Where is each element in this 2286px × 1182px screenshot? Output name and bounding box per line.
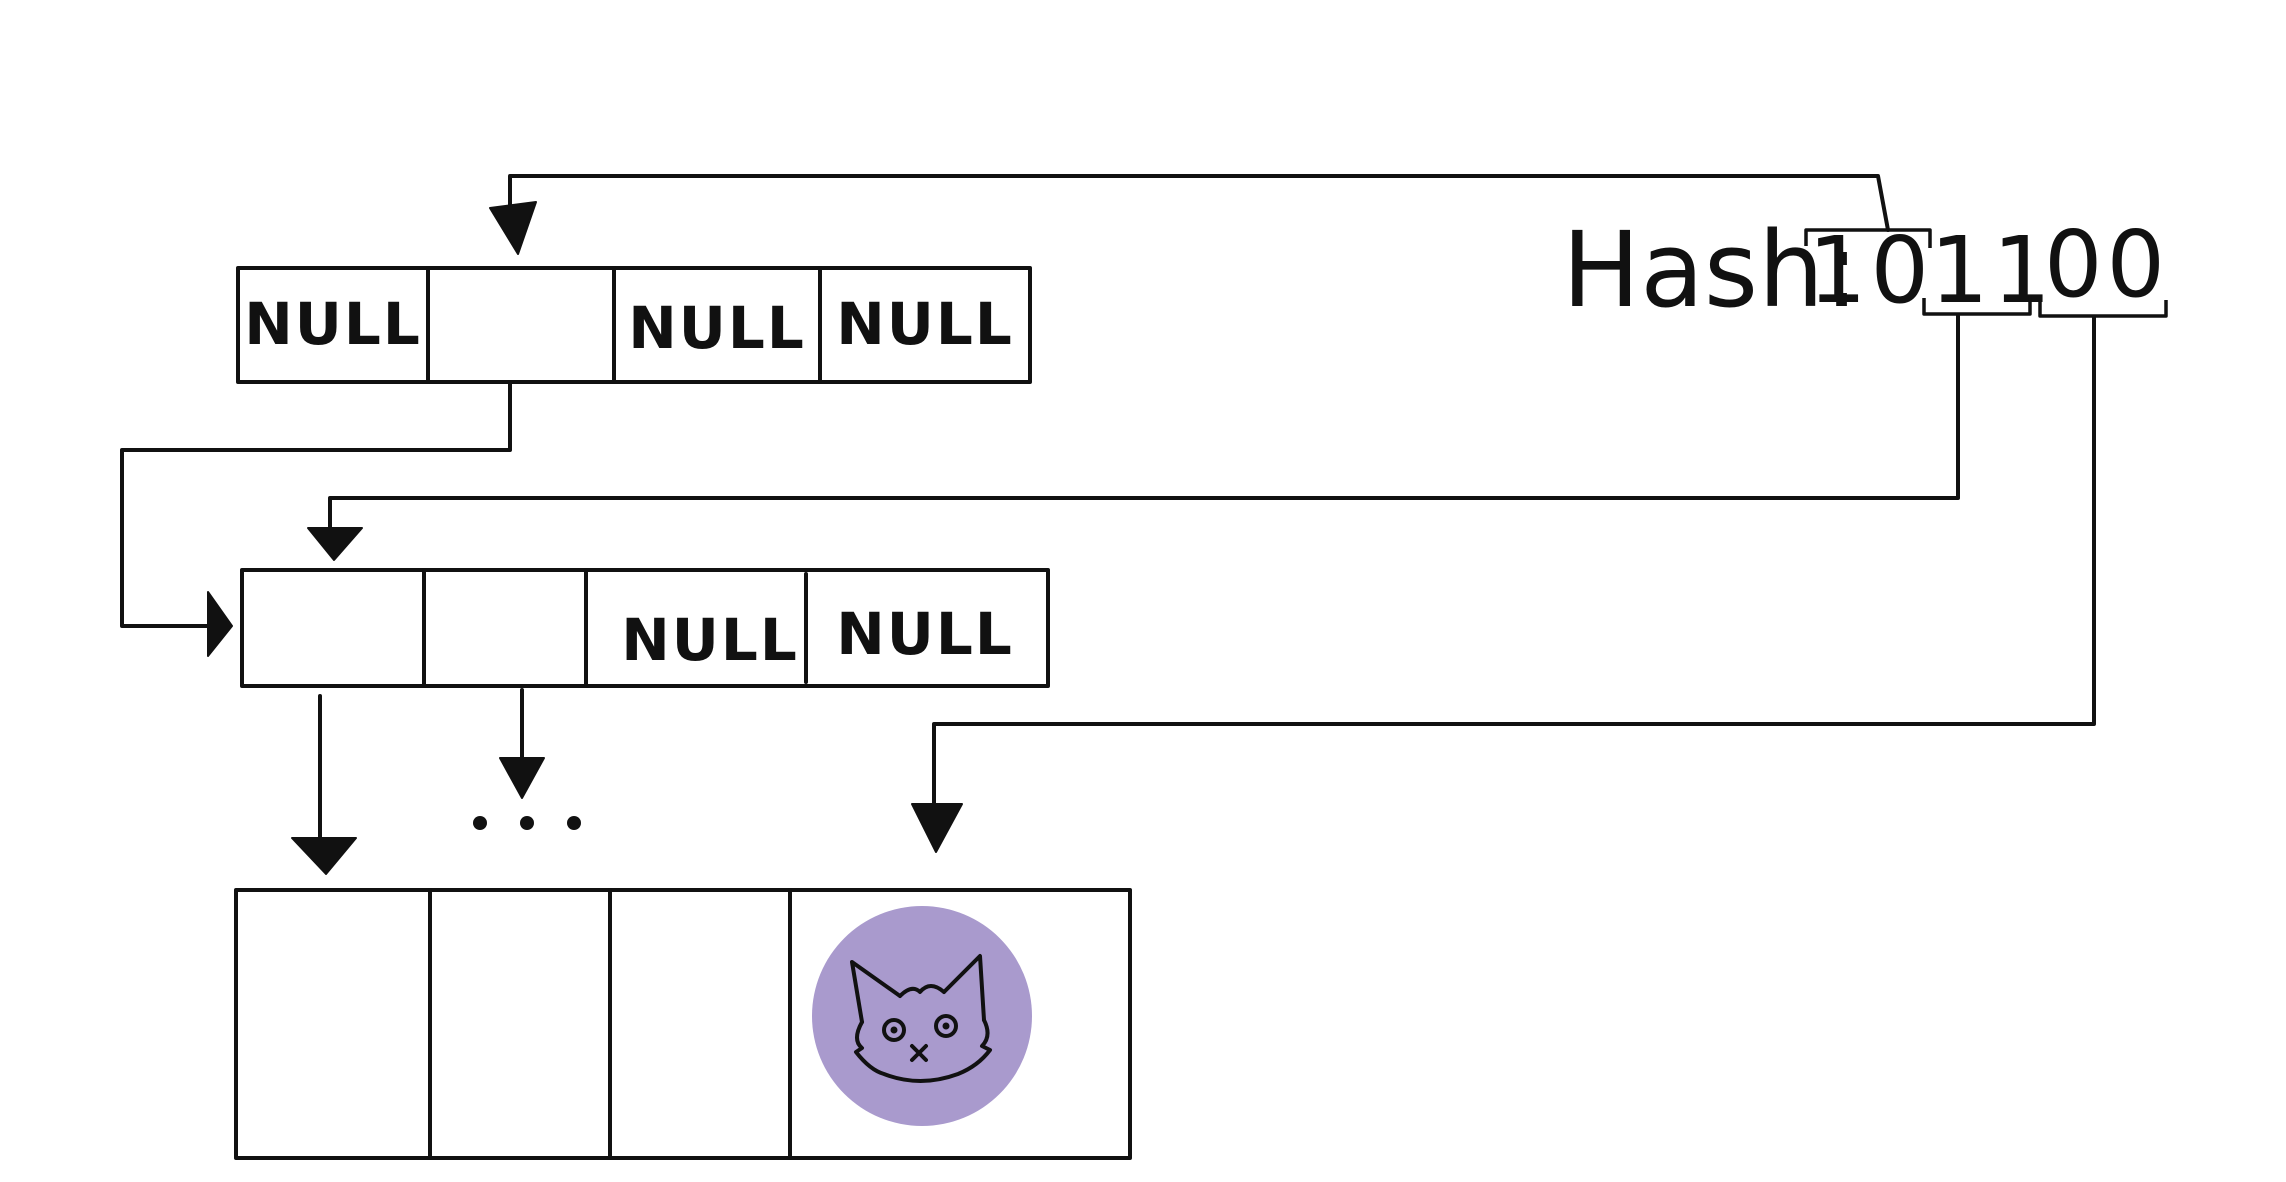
arrow-bits-00-to-leaf: [911, 316, 2096, 853]
level-1-slot-3-label: NULL: [628, 294, 806, 362]
hash-bits-group-3-bracket: [2038, 300, 2168, 318]
arrow-bits-11-to-level-2: [307, 314, 1960, 561]
level-2-slot-4-label: NULL: [836, 600, 1014, 668]
arrow-level-2-slot-2-to-ellipsis: [499, 688, 545, 799]
level-1-node: NULL NULL NULL: [236, 266, 1032, 384]
level-2-node-frame: [240, 568, 1050, 688]
ellipsis: [473, 816, 581, 830]
arrow-level-1-to-level-2: [120, 380, 512, 657]
arrow-level-2-slot-1-to-leaf: [291, 694, 357, 875]
level-1-slot-4-label: NULL: [836, 290, 1014, 358]
level-1-slot-1-label: NULL: [244, 290, 422, 358]
cat-face-icon: [812, 906, 1032, 1126]
hash-label-group: Hash: 10 11 00: [1562, 209, 2169, 331]
hash-bits-group-1-bracket: [1804, 228, 1932, 248]
hash-bits-group-2: 11: [1930, 217, 2055, 324]
leaf-node: [234, 888, 1132, 1160]
hash-bits-group-1: 10: [1808, 217, 1933, 324]
level-2-node: NULL NULL: [240, 568, 1050, 688]
hash-bits-group-3: 00: [2044, 211, 2169, 318]
level-1-node-frame: [236, 266, 1032, 384]
arrow-bits-10-to-level-1: [489, 174, 1890, 255]
hash-bits-group-2-bracket: [1922, 296, 2032, 316]
level-2-slot-3-label: NULL: [621, 606, 799, 674]
